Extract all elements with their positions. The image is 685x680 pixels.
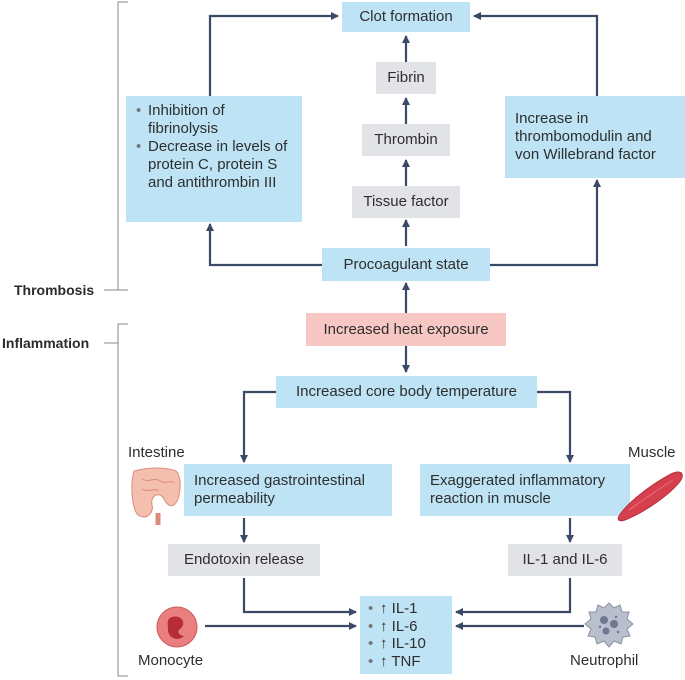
thrombosis-label: Thrombosis — [14, 282, 95, 298]
core-body-temperature-box: Increased core body temperature — [276, 376, 537, 408]
neutrophil-label: Neutrophil — [570, 652, 639, 669]
thrombomodulin-box: Increase in thrombomodulin and von Wille… — [505, 96, 685, 178]
cytokines-box: ↑ IL-1 ↑ IL-6 ↑ IL-10 ↑ TNF — [360, 596, 452, 674]
fibrin-box: Fibrin — [376, 62, 436, 94]
inflammatory-reaction-box: Exaggerated inflammatory reaction in mus… — [420, 464, 630, 516]
cytokine-il10: ↑ IL-10 — [368, 635, 444, 653]
arrow-procoag-to-rightbox — [490, 179, 601, 267]
cytokine-il6: ↑ IL-6 — [368, 618, 444, 636]
tissue-factor-box: Tissue factor — [352, 186, 460, 218]
increased-heat-exposure-box: Increased heat exposure — [306, 313, 506, 346]
arrow-procoag-to-leftbox — [206, 223, 322, 267]
endotoxin-release-box: Endotoxin release — [168, 544, 320, 576]
arrow-core-to-gi — [240, 390, 276, 463]
thrombin-box: Thrombin — [362, 124, 450, 156]
muscle-icon — [617, 471, 683, 522]
inflammation-label: Inflammation — [2, 335, 90, 351]
cytokine-il1: ↑ IL-1 — [368, 600, 444, 618]
intestine-icon — [131, 467, 181, 525]
muscle-label: Muscle — [628, 444, 676, 461]
protein-levels-item: Decrease in levels of protein C, protein… — [136, 138, 292, 192]
fibrinolysis-item: Inhibition of fibrinolysis — [136, 102, 292, 138]
arrow-rightbox-to-clot — [473, 12, 599, 96]
monocyte-icon — [156, 606, 198, 648]
thrombosis-bracket — [104, 1, 128, 291]
procoagulant-state-box: Procoagulant state — [322, 248, 490, 281]
arrow-endotoxin-to-cytokines — [242, 578, 357, 616]
cytokine-tnf: ↑ TNF — [368, 653, 444, 671]
il1-il6-box: IL-1 and IL-6 — [508, 544, 622, 576]
arrow-core-to-muscle — [537, 390, 574, 463]
inflammation-bracket — [104, 323, 128, 677]
arrow-leftbox-to-clot — [208, 12, 339, 96]
fibrinolysis-box: Inhibition of fibrinolysis Decrease in l… — [126, 96, 302, 222]
clot-formation-box: Clot formation — [342, 2, 470, 32]
monocyte-label: Monocyte — [138, 652, 204, 669]
neutrophil-icon — [584, 602, 634, 648]
gi-permeability-box: Increased gastrointestinal permeability — [184, 464, 392, 516]
intestine-label: Intestine — [128, 444, 185, 461]
arrow-il-to-cytokines — [455, 578, 572, 616]
